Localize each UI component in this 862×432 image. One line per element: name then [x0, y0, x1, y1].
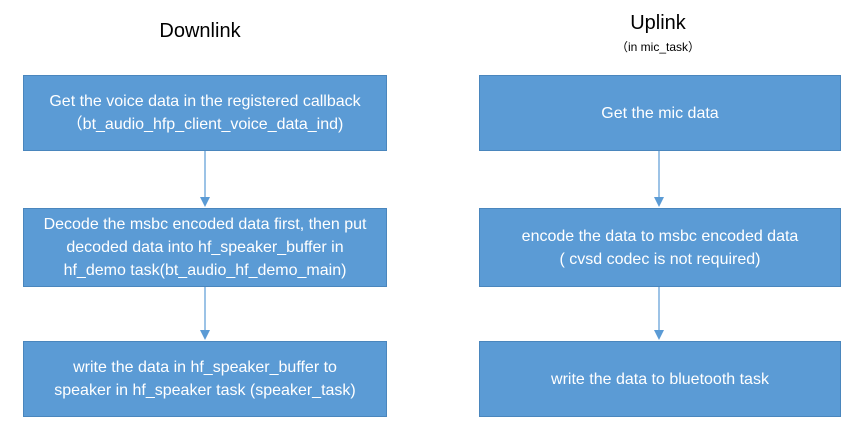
downlink-step-2-line-1: Decode the msbc encoded data first, then… [43, 216, 367, 233]
uplink-step-1-line-1: Get the mic data [601, 104, 719, 122]
downlink-step-3-line-1: write the data in hf_speaker_buffer to [73, 359, 337, 376]
uplink-subtitle: （in mic_task） [615, 40, 701, 54]
uplink-step-2-line-1: encode the data to msbc encoded data [521, 227, 799, 245]
downlink-step-3: write the data in hf_speaker_buffer to s… [23, 341, 387, 417]
uplink-title: Uplink [630, 12, 686, 34]
downlink-title: Downlink [159, 20, 241, 42]
uplink-step-2: encode the data to msbc encoded data ( c… [479, 208, 841, 287]
downlink-step-1-line-1: Get the voice data in the registered cal… [49, 93, 361, 110]
downlink-step-1: Get the voice data in the registered cal… [23, 75, 387, 151]
uplink-step-3: write the data to bluetooth task [479, 341, 841, 417]
downlink-step-2-line-3: hf_demo task(bt_audio_hf_demo_main) [63, 262, 347, 279]
uplink-step-2-line-2: ( cvsd codec is not required) [559, 250, 761, 268]
uplink-step-3-line-1: write the data to bluetooth task [551, 370, 769, 388]
downlink-step-1-line-2: （bt_audio_hfp_client_voice_data_ind) [66, 116, 344, 133]
downlink-step-3-line-2: speaker in hf_speaker task (speaker_task… [54, 382, 356, 399]
downlink-step-2-line-2: decoded data into hf_speaker_buffer in [66, 239, 344, 256]
downlink-step-2: Decode the msbc encoded data first, then… [23, 208, 387, 287]
uplink-step-1: Get the mic data [479, 75, 841, 151]
